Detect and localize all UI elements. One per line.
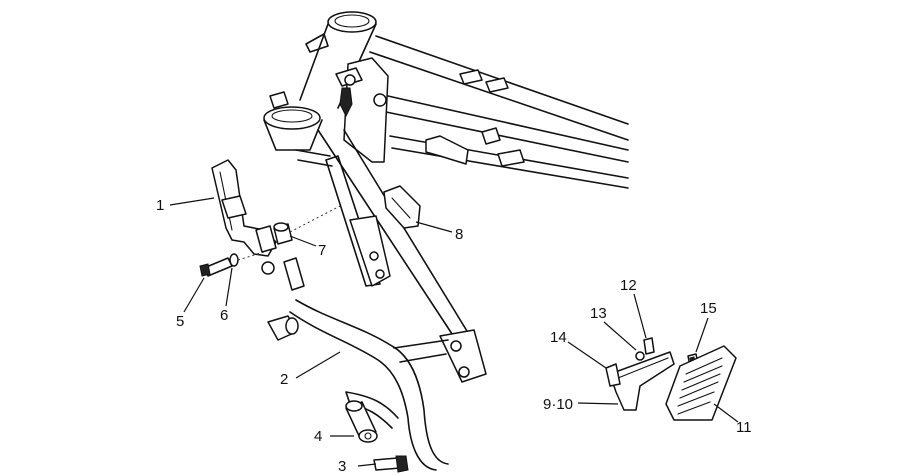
callout-11: 11: [736, 419, 752, 436]
mounting-plate: [383, 185, 421, 229]
heel-guard: [605, 351, 675, 411]
callout-5: 5: [176, 313, 184, 330]
callout-7: 7: [318, 242, 326, 259]
callout-6: 6: [220, 307, 228, 324]
rubber-pad: [665, 345, 737, 421]
callout-15: 15: [700, 300, 717, 317]
pivot-bushing-and-bolt: [345, 400, 409, 473]
callout-2: 2: [280, 371, 288, 388]
bolt-and-washer: [199, 251, 265, 277]
callout-1: 1: [156, 197, 164, 214]
callout-3: 3: [338, 458, 346, 475]
callout-9-10: 9·10: [543, 396, 573, 413]
footrest-bracket: [211, 159, 305, 291]
motorcycle-frame: [263, 11, 629, 383]
callout-14: 14: [550, 329, 567, 346]
callout-labels: 1 2 3 4 5 6 7 8 9·10 11 12 13 14 15: [156, 197, 752, 475]
spacer-bushing: [273, 205, 341, 245]
leader-lines: [169, 197, 739, 467]
callout-4: 4: [314, 428, 322, 445]
callout-13: 13: [590, 305, 607, 322]
brake-pedal: [267, 299, 449, 471]
callout-12: 12: [620, 277, 637, 294]
callout-8: 8: [455, 226, 463, 243]
